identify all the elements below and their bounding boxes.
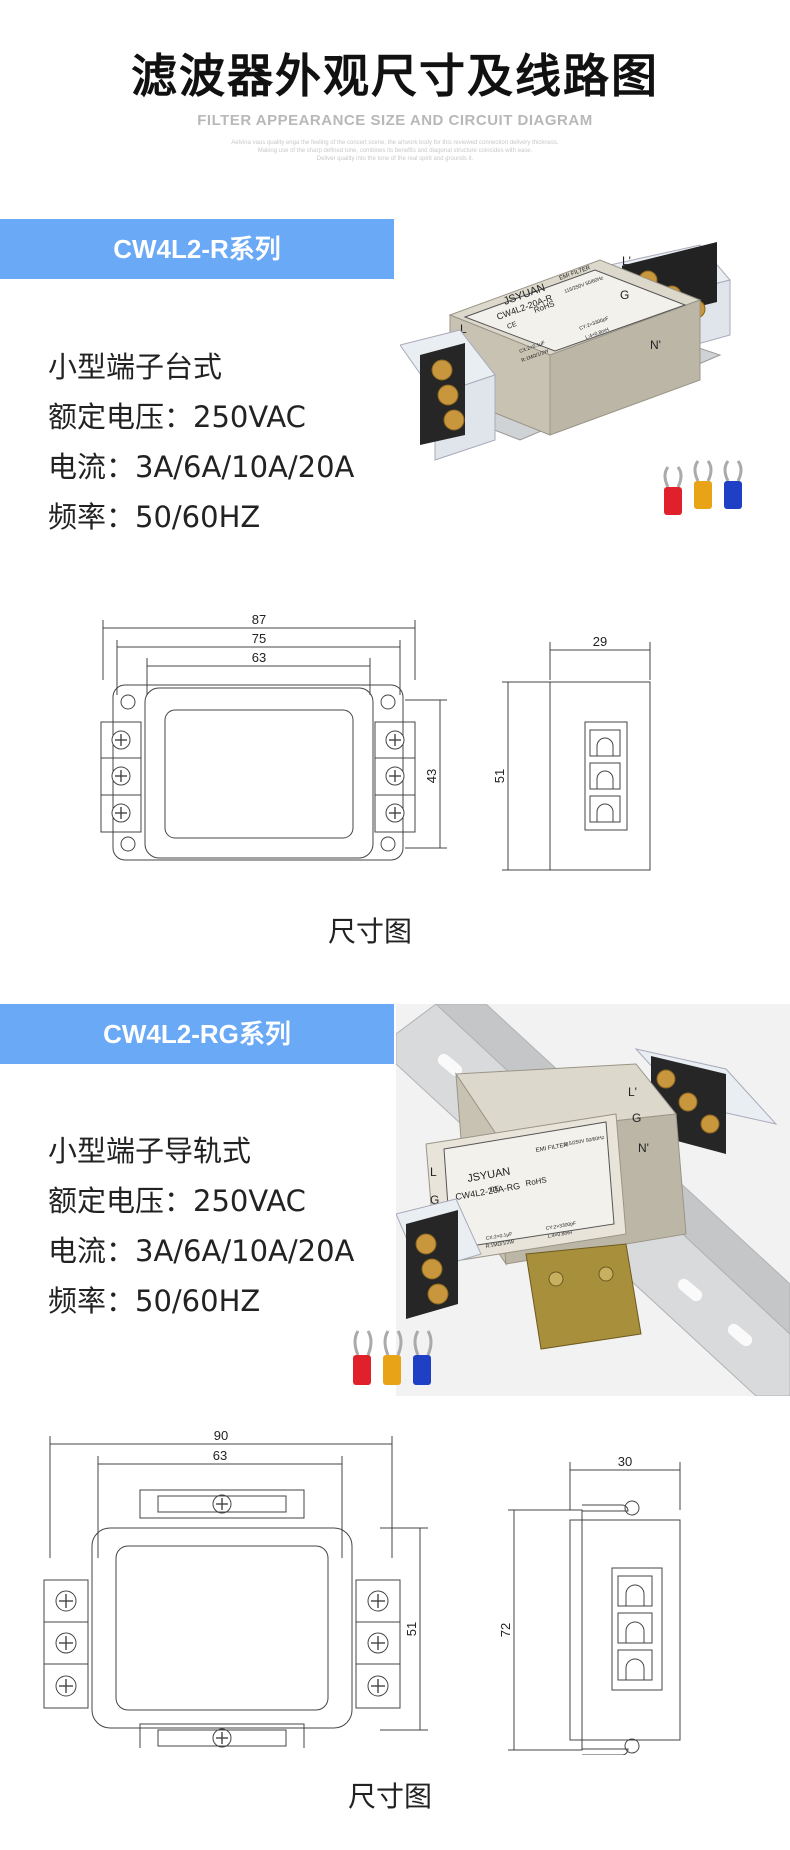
label-cx: CX:2×0.1μF — [485, 1231, 513, 1242]
label-ce: CE — [489, 1185, 500, 1194]
caption-dimensions-rg: 尺寸图 — [348, 1780, 433, 1813]
filter-body — [448, 259, 702, 436]
filter-body — [425, 1063, 687, 1266]
fine-print-line: Aelvina vaus quality enga the feeling of… — [231, 140, 559, 146]
spec-current: 电流：3A/6A/10A/20A — [48, 1234, 355, 1268]
spec-list-rg: 小型端子导轨式 额定电压：250VAC 电流：3A/6A/10A/20A 频率：… — [48, 1126, 354, 1326]
terminal-label-np: N' — [650, 338, 661, 352]
dim-30: 30 — [618, 1454, 632, 1469]
dimension-drawing-front-rg: 90 63 51 — [43, 1428, 428, 1748]
product-photo-rg: JSYUAN CW4L2-20A-RG EMI FILTER 115/250V … — [396, 1004, 790, 1396]
spec-mount: 小型端子台式 — [48, 350, 223, 384]
page-title: 滤波器外观尺寸及线路图 — [131, 49, 659, 103]
fine-print: Aelvina vaus quality enga the feeling of… — [200, 139, 590, 163]
series-banner-r: CW4L2-R系列 — [0, 219, 394, 279]
spec-frequency: 频率：50/60HZ — [48, 500, 261, 534]
dim-75: 75 — [252, 631, 266, 646]
dim-72: 72 — [500, 1623, 513, 1637]
label-r: R:1MΩ/1/2W — [485, 1239, 515, 1250]
terminal-label-l: L — [460, 322, 467, 336]
dim-90: 90 — [214, 1428, 228, 1443]
dim-43: 43 — [424, 769, 439, 783]
terminal-label-lp: L' — [622, 254, 631, 268]
terminal-block-left — [400, 329, 496, 461]
spec-frequency: 频率：50/60HZ — [48, 1284, 261, 1318]
label-emi: EMI FILTER — [535, 1142, 569, 1154]
label-l: L:4×0.8mH — [547, 1230, 573, 1240]
dim-51: 51 — [492, 769, 507, 783]
caption-dimensions-r: 尺寸图 — [328, 915, 413, 948]
dimension-drawing-side-r: 29 51 — [492, 634, 651, 871]
dim-51: 51 — [404, 1622, 419, 1636]
product-photo-r: JSYUAN CW4L2-20A-R EMI FILTER 115/250V 5… — [400, 241, 743, 515]
spade-terminals — [663, 460, 743, 515]
terminal-label-l: L — [430, 1165, 437, 1179]
spec-current: 电流：3A/6A/10A/20A — [48, 450, 355, 484]
terminal-block-left — [396, 1198, 482, 1319]
label-ce: CE — [506, 321, 518, 331]
fine-print-line: Making use of the sharp defined tone, co… — [257, 148, 533, 154]
spec-mount: 小型端子导轨式 — [48, 1134, 252, 1168]
label-cy: CY:2×3300pF — [545, 1221, 576, 1232]
spec-list-r: 小型端子台式 额定电压：250VAC 电流：3A/6A/10A/20A 频率：5… — [48, 342, 354, 542]
dim-63: 63 — [213, 1448, 227, 1463]
spade-terminals-rg — [353, 1330, 433, 1385]
page-subtitle: FILTER APPEARANCE SIZE AND CIRCUIT DIAGR… — [197, 112, 593, 129]
terminal-label-lp: L' — [628, 1085, 637, 1099]
spec-voltage: 额定电压：250VAC — [48, 400, 306, 434]
fine-print-line: Deliver quality into the tone of the rea… — [316, 156, 474, 162]
label-rohs: RoHS — [525, 1175, 548, 1188]
spec-voltage: 额定电压：250VAC — [48, 1184, 306, 1218]
dimension-drawing-front-r: 87 75 63 43 — [100, 612, 447, 861]
dimension-drawing-side-rg: 30 72 — [500, 1454, 681, 1755]
terminal-label-g-right: G — [632, 1111, 641, 1125]
terminal-label-g-right: G — [620, 288, 629, 302]
dim-63: 63 — [252, 650, 266, 665]
din-clip — [525, 1243, 642, 1350]
terminal-label-np: N' — [638, 1141, 649, 1155]
dim-29: 29 — [593, 634, 607, 649]
dim-87: 87 — [252, 612, 266, 627]
series-banner-rg: CW4L2-RG系列 — [0, 1004, 394, 1064]
terminal-label-g: G — [430, 1193, 439, 1207]
